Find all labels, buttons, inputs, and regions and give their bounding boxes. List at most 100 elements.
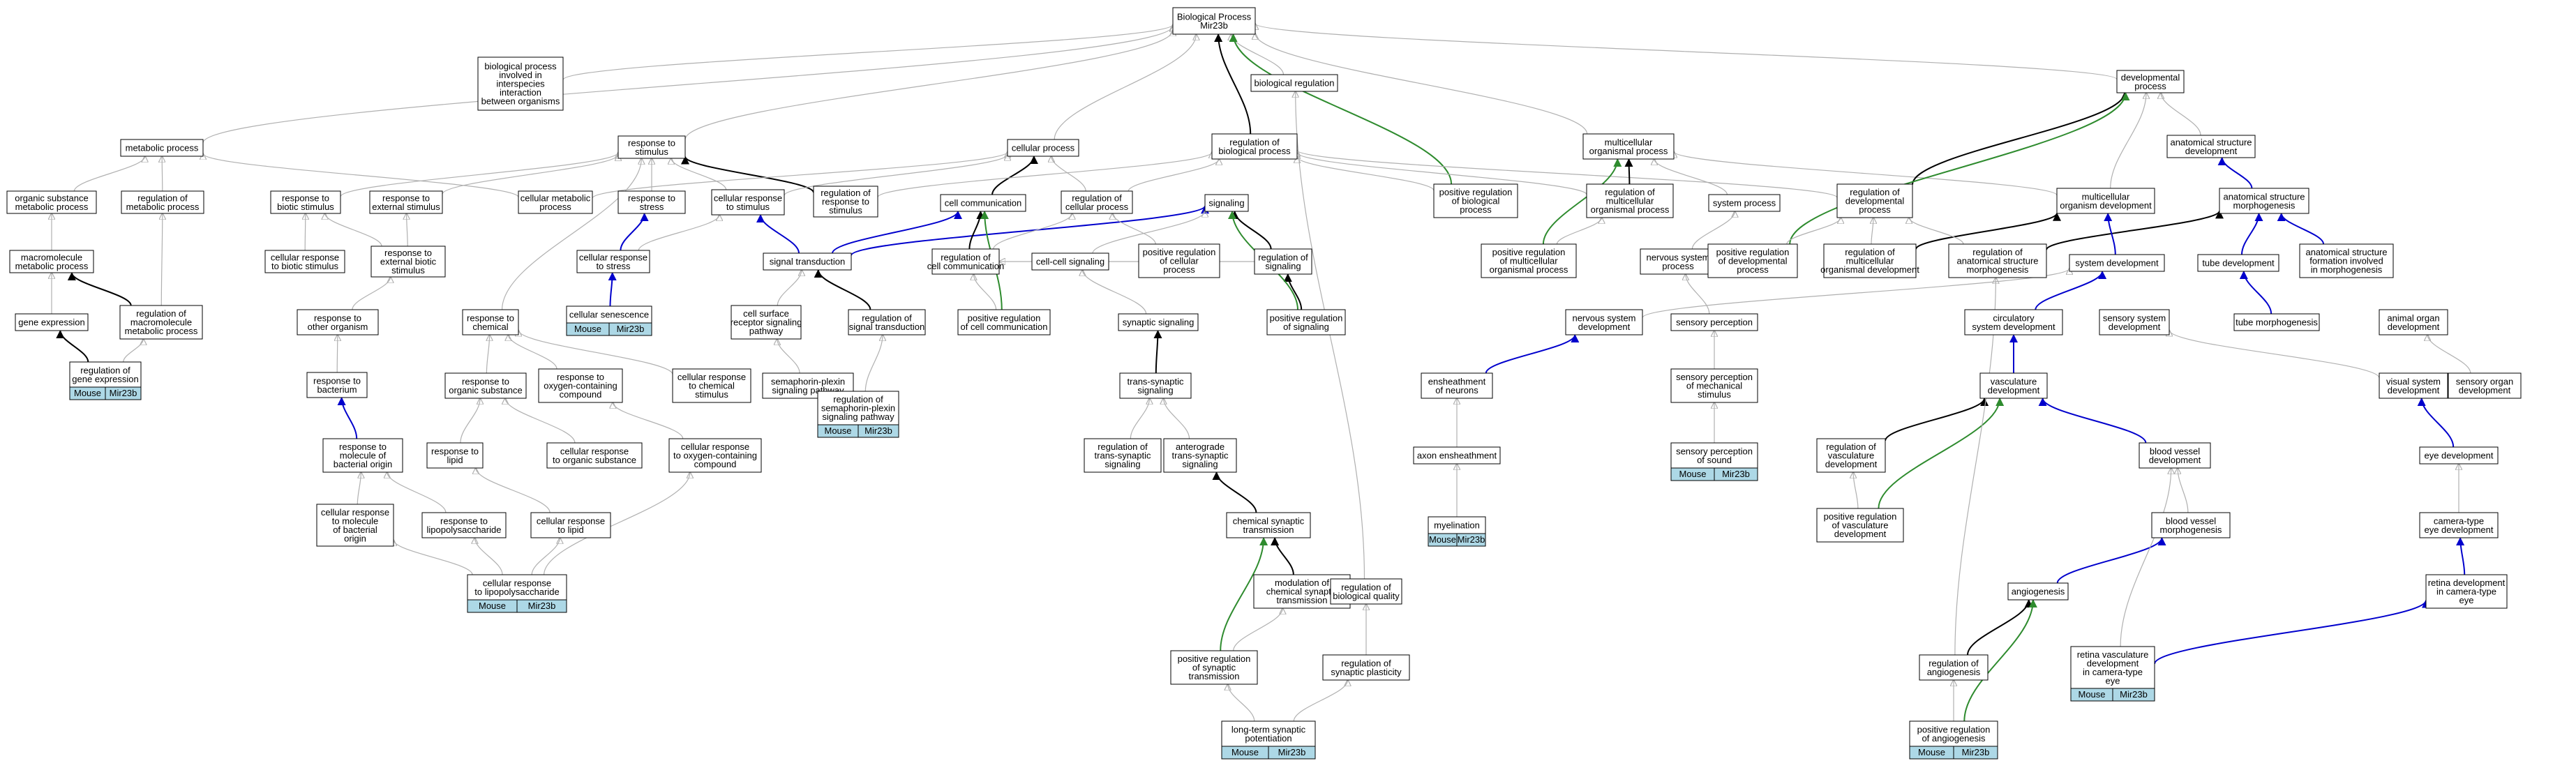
node-signal-transduction[interactable]: signal transduction [763, 252, 852, 271]
node-cellular-process[interactable]: cellular process [1007, 139, 1079, 157]
node-bio-regulation[interactable]: biological regulation [1250, 74, 1338, 92]
node-system-development[interactable]: system development [2069, 254, 2165, 272]
node-tube-development[interactable]: tube development [2197, 254, 2279, 272]
node-angiogenesis[interactable]: angiogenesis [2007, 582, 2069, 601]
node-cell-communication[interactable]: cell communication [940, 194, 1026, 212]
node-metabolic-process[interactable]: metabolic process [120, 139, 204, 157]
node-reg-semaphorin-pathway[interactable]: regulation ofsemaphorin-plexinsignaling … [817, 391, 899, 438]
node-eye-development[interactable]: eye development [2419, 446, 2499, 465]
node-signaling[interactable]: signaling [1204, 194, 1249, 212]
node-cell-cell-signaling[interactable]: cell-cell signaling [1031, 252, 1109, 271]
node-system-process[interactable]: system process [1708, 194, 1781, 212]
node-tube-morphogenesis[interactable]: tube morphogenesis [2233, 313, 2320, 331]
node-gene-expression[interactable]: gene expression [15, 313, 89, 331]
node-sensory-perception[interactable]: sensory perception [1670, 313, 1758, 331]
node-synaptic-signaling[interactable]: synaptic signaling [1118, 313, 1199, 331]
node-axon-ensheathment[interactable]: axon ensheathment [1413, 446, 1501, 465]
